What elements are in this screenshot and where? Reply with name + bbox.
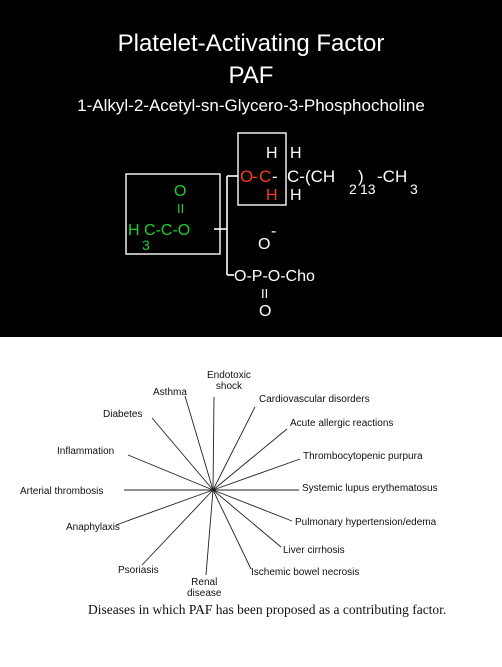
spoke-line — [212, 489, 252, 570]
ether-oxygen: O — [240, 167, 253, 186]
ch2-subscript: 2 — [349, 181, 357, 197]
label-ischemic-bowel-necrosis: Ischemic bowel necrosis — [251, 567, 360, 578]
label-liver-cirrhosis: Liver cirrhosis — [283, 545, 345, 556]
hydrogen-upper-white: H — [290, 145, 302, 162]
ch3-subscript: 3 — [410, 181, 418, 197]
acetyl-subscript: 3 — [142, 237, 150, 253]
chain-length-subscript: 13 — [360, 181, 376, 197]
label-cardiovascular-disorders: Cardiovascular disorders — [259, 394, 370, 405]
label-systemic-lupus: Systemic lupus erythematosus — [302, 483, 438, 494]
label-arterial-thrombosis: Arterial thrombosis — [20, 486, 104, 497]
figure-caption: Diseases in which PAF has been proposed … — [88, 602, 447, 617]
spoke-line — [212, 406, 256, 491]
slide-title-abbrev: PAF — [228, 62, 274, 89]
spoke-line — [212, 489, 282, 548]
label-diabetes: Diabetes — [103, 409, 143, 420]
spoke-line — [184, 395, 214, 491]
hydrogen-lower-white: H — [290, 187, 302, 204]
hydrogen-lower-red: H — [266, 187, 278, 204]
carbonyl-double-bond: II — [177, 201, 184, 216]
phosphate-oxygen-bottom: O — [259, 303, 271, 320]
spoke-line — [212, 428, 288, 491]
spoke-lines — [115, 395, 301, 576]
label-asthma: Asthma — [153, 387, 187, 398]
spoke-line — [115, 489, 214, 526]
disease-diagram: Endotoxic shock Cardiovascular disorders… — [0, 337, 502, 667]
paf-slide: Platelet-Activating Factor PAF 1-Alkyl-2… — [0, 0, 502, 337]
label-psoriasis: Psoriasis — [118, 565, 159, 576]
paf-structure: O - C - C-(CH 2 ) 13 -CH 3 H H H H O II … — [125, 132, 418, 320]
phosphocholine-group: O-P-O-Cho — [234, 268, 315, 285]
spoke-line — [127, 454, 214, 491]
slide-subtitle: 1-Alkyl-2-Acetyl-sn-Glycero-3-Phosphocho… — [77, 96, 425, 115]
spoke-line — [212, 396, 215, 491]
alkyl-chain: C-(CH — [287, 167, 335, 186]
chain-paren: ) — [358, 167, 364, 186]
acetyl-group: H C-C-O — [128, 222, 190, 239]
spoke-line — [141, 489, 214, 566]
phosphate-charge: - — [271, 223, 276, 240]
spoke-line — [151, 417, 214, 491]
label-anaphylaxis: Anaphylaxis — [66, 522, 120, 533]
carbonyl-oxygen: O — [174, 183, 186, 200]
ether-dash: - — [252, 167, 258, 186]
carbon-dash: - — [272, 167, 278, 186]
spoke-line — [205, 489, 214, 576]
label-renal-disease: Renal disease — [187, 577, 222, 599]
phosphate-oxygen-top: O — [258, 236, 270, 253]
spoke-line — [212, 458, 301, 491]
acetyl-highlight-box — [125, 173, 221, 255]
label-thrombocytopenic-purpura: Thrombocytopenic purpura — [303, 451, 423, 462]
hydrogen-upper-red: H — [266, 145, 278, 162]
methyl-terminal: -CH — [377, 167, 407, 186]
spoke-line — [212, 489, 293, 522]
phosphate-double-bond: II — [261, 286, 268, 301]
label-endotoxic-shock: Endotoxic shock — [207, 370, 251, 392]
slide-title: Platelet-Activating Factor — [117, 30, 385, 57]
glycerol-carbon: C — [259, 167, 271, 186]
label-inflammation: Inflammation — [57, 446, 115, 457]
label-acute-allergic-reactions: Acute allergic reactions — [290, 418, 394, 429]
glycerol-highlight-box — [237, 132, 287, 206]
label-pulmonary-hypertension: Pulmonary hypertension/edema — [295, 517, 437, 528]
